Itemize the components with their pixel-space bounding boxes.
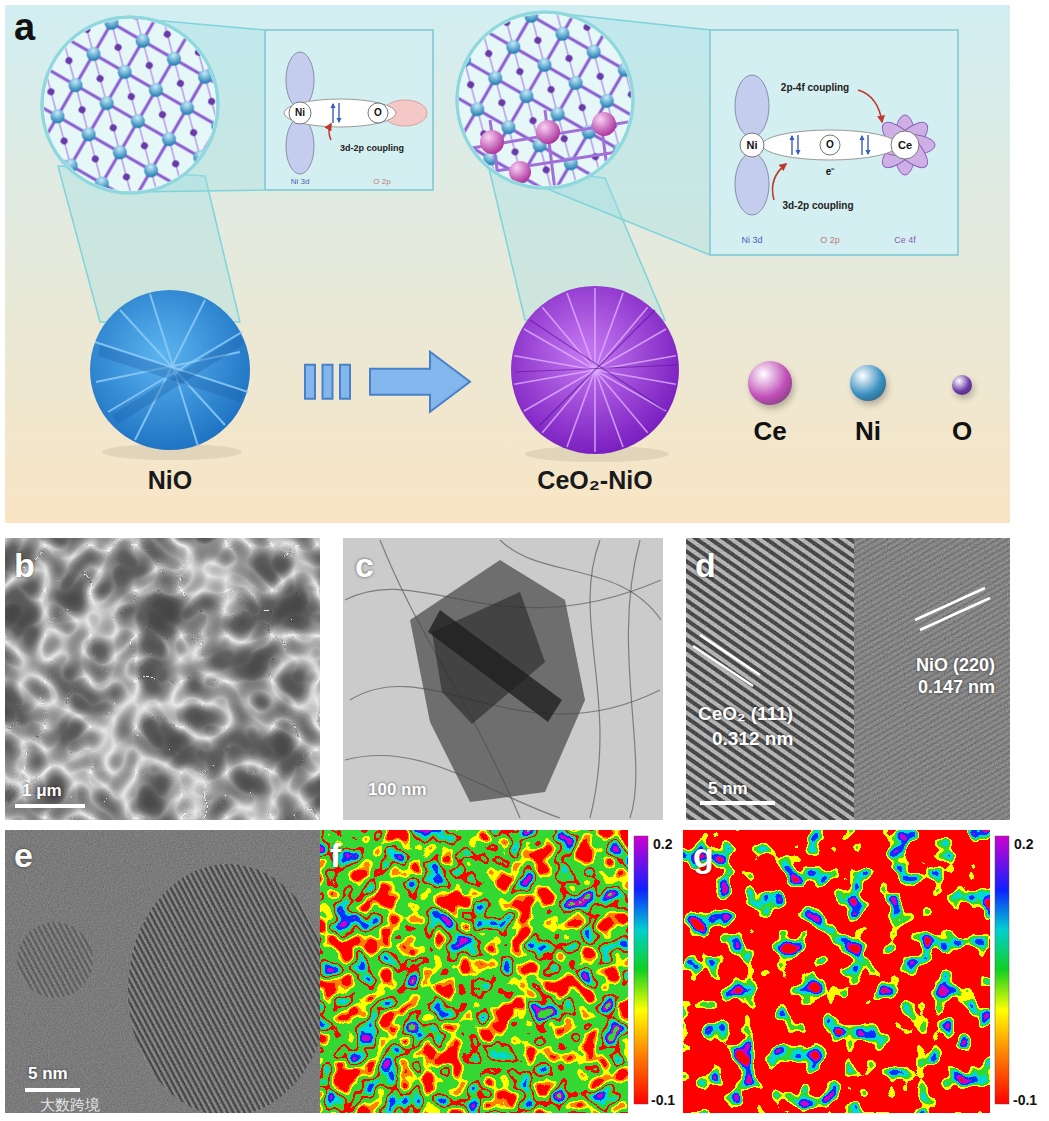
node-text: Ce: [898, 139, 912, 152]
arrow-body: [370, 352, 470, 412]
colorbar-tick: 0.2: [653, 836, 672, 852]
panel-letter: a: [14, 6, 35, 50]
legend-text: O: [952, 417, 972, 447]
panel-letter: c: [355, 546, 374, 585]
colorbar-tick: 0.2: [1014, 836, 1033, 852]
node-text: Ni 3d: [291, 177, 310, 186]
lattice-label: 0.147 nm: [918, 677, 995, 698]
panel-letter: e: [14, 836, 33, 875]
scale-label: 5 nm: [708, 779, 748, 799]
legend-text: Ce: [753, 417, 786, 447]
node-text: NiO: [148, 466, 192, 495]
legend-text: Ni: [855, 417, 881, 447]
panel-letter: d: [695, 546, 716, 585]
scale-label: 5 nm: [28, 1064, 68, 1084]
scale-label: 1 μm: [22, 781, 62, 801]
arrow-bar: [340, 365, 350, 399]
node-text: e⁻: [826, 166, 835, 178]
nio-flower: NiO: [85, 285, 255, 500]
node-text: 3d-2p coupling: [340, 143, 404, 153]
node-text: 2p-4f coupling: [781, 82, 849, 94]
lattice-label: CeO₂ (111): [698, 703, 793, 725]
lattice-label: NiO (220): [916, 655, 995, 676]
colorbar-tick: -0.1: [1013, 1092, 1037, 1108]
orbital-inset: Ni O 3d-2p coupling Ni 3d O 2p: [265, 30, 433, 190]
arrow-bar: [305, 365, 315, 399]
lattice-label: 0.312 nm: [712, 728, 793, 750]
atom-swatch: [952, 375, 972, 395]
atom-swatch: [850, 365, 886, 401]
panel-letter: g: [693, 836, 714, 875]
colorbar-tick: -0.1: [651, 1092, 675, 1108]
node-text: Ni: [747, 139, 758, 152]
node-text: O: [374, 107, 382, 119]
node-text: Ni: [295, 107, 305, 119]
watermark: 大数跨境: [40, 1096, 100, 1113]
node-text: Ce 4f: [894, 235, 916, 245]
orbital-inset: 2p-4f couplingNi Oe⁻ Ce 3d-2p coupling Ni 3d…: [710, 30, 958, 255]
panel-letter: f: [330, 836, 341, 875]
ceo2-nio-flower: CeO₂-NiO: [505, 285, 685, 500]
node-text: O: [826, 139, 834, 151]
arrow-bar: [323, 365, 333, 399]
process-arrow: [305, 352, 470, 412]
panel-letter: b: [14, 546, 35, 585]
scale-label: 100 nm: [368, 780, 427, 800]
node-text: 3d-2p coupling: [782, 200, 853, 212]
atom-swatch: [748, 361, 792, 405]
node-text: Ni 3d: [741, 235, 762, 245]
node-text: CeO₂-NiO: [537, 466, 652, 495]
node-text: O 2p: [820, 235, 840, 245]
node-text: O 2p: [373, 177, 390, 186]
